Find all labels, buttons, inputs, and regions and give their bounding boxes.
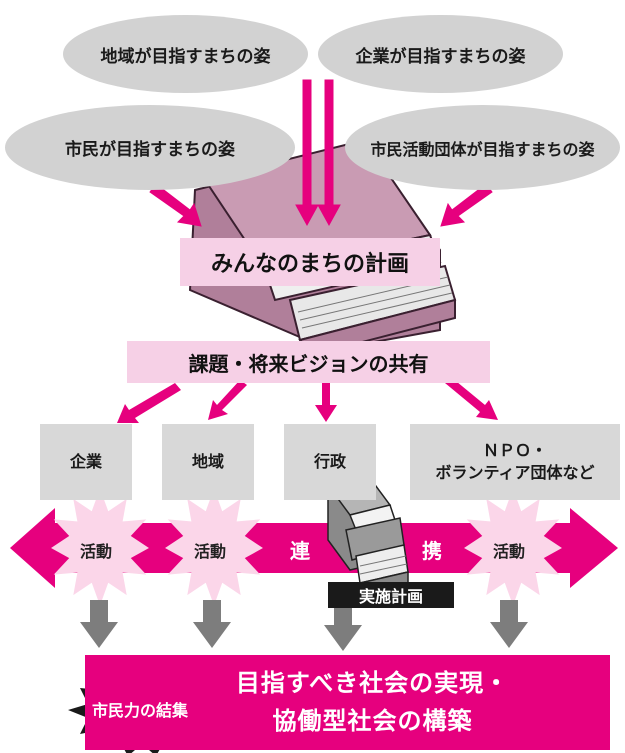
shared-vision-label: 課題・将来ビジョンの共有 [188, 351, 429, 376]
goal-line1: 目指すべき社会の実現・ [235, 669, 510, 698]
activity-label-region: 活動 [194, 542, 227, 561]
goal-line2: 協働型社会の構築 [272, 706, 473, 735]
shared-vision-arrows [117, 377, 498, 423]
vision-civic-group: 市民活動団体が目指すまちの姿 [345, 105, 620, 190]
plan-title-box: みんなのまちの計画 [180, 238, 440, 286]
implementation-plan-box: 実施計画 [328, 582, 454, 608]
vision-citizen-label: 市民が目指すまちの姿 [65, 140, 235, 160]
result-arrows [80, 600, 528, 651]
cooperation-band [10, 508, 618, 588]
actor-npo: ＮＰＯ・ ボランティア団体など [410, 424, 620, 500]
actor-government-label: 行政 [313, 452, 346, 472]
shared-vision-box: 課題・将来ビジョンの共有 [127, 341, 490, 383]
goal-box: 目指すべき社会の実現・ 協働型社会の構築 [85, 655, 610, 750]
actor-npo-label-line2: ボランティア団体など [435, 463, 595, 482]
vision-citizen: 市民が目指すまちの姿 [5, 105, 295, 190]
cooperation-label-left: 連 [290, 539, 310, 563]
actor-region: 地域 [162, 424, 254, 500]
plan-title: みんなのまちの計画 [210, 252, 409, 277]
citizen-power-label: 市民力の結集 [92, 701, 189, 720]
activity-label-npo: 活動 [493, 542, 526, 561]
vision-company: 企業が目指すまちの姿 [318, 15, 563, 93]
actor-company-label: 企業 [69, 452, 102, 472]
activity-label-company: 活動 [80, 542, 113, 561]
vision-civic-group-label: 市民活動団体が目指すまちの姿 [370, 139, 595, 159]
vision-region: 地域が目指すまちの姿 [63, 15, 308, 93]
actor-npo-label-line1: ＮＰＯ・ [482, 441, 547, 461]
vision-company-label: 企業が目指すまちの姿 [355, 46, 526, 67]
cooperation-label-right: 携 [422, 539, 442, 563]
vision-region-label: 地域が目指すまちの姿 [100, 46, 271, 67]
implementation-plan-label: 実施計画 [358, 587, 423, 606]
actor-region-label: 地域 [191, 452, 224, 472]
actor-government: 行政 [284, 424, 376, 500]
actor-company: 企業 [40, 424, 132, 500]
implementation-book-illustration [327, 477, 409, 593]
